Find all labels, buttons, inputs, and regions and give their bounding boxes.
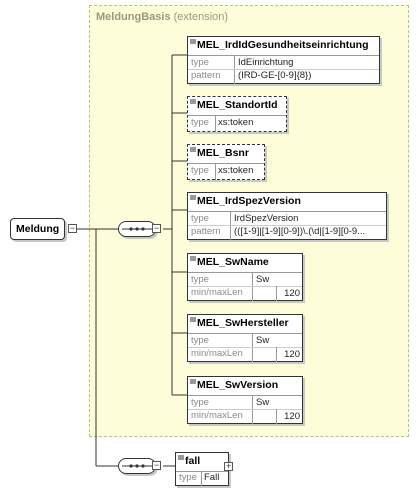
- row-value: xs:token: [218, 117, 254, 128]
- element-doc-icon: [190, 195, 196, 200]
- extension-name: MeldungBasis: [96, 11, 171, 23]
- row-value: IdEinrichtung: [238, 57, 294, 68]
- element-box-irdidgesundheitseinrichtung[interactable]: MEL_IrdIdGesundheitseinrichtung type IdE…: [187, 36, 380, 84]
- row-label: type: [191, 57, 209, 68]
- element-name: MEL_SwVersion: [197, 379, 279, 391]
- length-value: 120: [276, 409, 302, 424]
- element-box-swname[interactable]: MEL_SwName type Sw min/maxLen 120: [187, 253, 303, 301]
- row-label: min/maxLen: [191, 348, 243, 359]
- element-doc-icon: [190, 99, 196, 104]
- element-name: MEL_Bsnr: [197, 147, 249, 159]
- minus-icon[interactable]: −: [152, 223, 161, 233]
- element-box-bsnr[interactable]: MEL_Bsnr type xs:token: [187, 144, 265, 180]
- row-label: min/maxLen: [191, 287, 243, 298]
- row-label: type: [191, 213, 209, 224]
- sequence-compositor-icon[interactable]: [118, 221, 156, 237]
- root-name: Meldung: [16, 223, 60, 235]
- element-doc-icon: [190, 147, 196, 152]
- element-name: fall: [185, 455, 201, 467]
- row-value: (IRD-GE-[0-9]{8}): [238, 70, 312, 81]
- row-value: xs:token: [218, 165, 254, 176]
- element-box-irdspezversion[interactable]: MEL_IrdSpezVersion type IrdSpezVersion p…: [187, 192, 387, 240]
- row-label: type: [191, 117, 209, 128]
- element-doc-icon: [178, 455, 184, 460]
- length-value: 120: [276, 347, 302, 362]
- row-label: pattern: [191, 226, 221, 237]
- element-name: MEL_StandortId: [197, 99, 278, 111]
- element-name: MEL_SwName: [197, 256, 269, 268]
- row-label: type: [191, 335, 209, 346]
- element-name: MEL_IrdIdGesundheitseinrichtung: [197, 39, 369, 51]
- row-value: Fall: [204, 472, 220, 483]
- row-value: Sw: [256, 335, 270, 346]
- element-doc-icon: [190, 39, 196, 44]
- row-value: Sw: [256, 274, 270, 285]
- row-label: pattern: [191, 70, 221, 81]
- row-label: type: [179, 472, 197, 483]
- sequence-dots-icon: [122, 227, 152, 231]
- root-element-meldung[interactable]: Meldung: [10, 218, 65, 240]
- element-box-swversion[interactable]: MEL_SwVersion type Sw min/maxLen 120: [187, 376, 303, 424]
- element-name: MEL_SwHersteller: [197, 317, 289, 329]
- element-box-swhersteller[interactable]: MEL_SwHersteller type Sw min/maxLen 120: [187, 314, 303, 362]
- element-doc-icon: [190, 379, 196, 384]
- minus-icon[interactable]: −: [152, 460, 161, 470]
- element-name: MEL_IrdSpezVersion: [197, 195, 301, 207]
- row-label: type: [191, 165, 209, 176]
- element-box-fall[interactable]: fall type Fall: [175, 452, 229, 486]
- extension-suffix: (extension): [173, 11, 229, 23]
- sequence-compositor-icon[interactable]: [118, 458, 156, 474]
- row-label: type: [191, 397, 209, 408]
- extension-title: MeldungBasis (extension): [96, 11, 228, 23]
- element-doc-icon: [190, 256, 196, 261]
- row-value: Sw: [256, 397, 270, 408]
- element-box-standortid[interactable]: MEL_StandortId type xs:token: [187, 96, 287, 132]
- minus-icon[interactable]: −: [68, 223, 77, 233]
- row-value: IrdSpezVersion: [234, 213, 299, 224]
- row-label: min/maxLen: [191, 410, 243, 421]
- row-label: type: [191, 274, 209, 285]
- length-value: 120: [276, 286, 302, 301]
- row-value: (([1-9]|[1-9][0-9])\.(\d|[1-9][0-9...: [234, 226, 366, 237]
- plus-icon[interactable]: +: [224, 461, 233, 471]
- sequence-dots-icon: [122, 464, 152, 468]
- element-doc-icon: [190, 317, 196, 322]
